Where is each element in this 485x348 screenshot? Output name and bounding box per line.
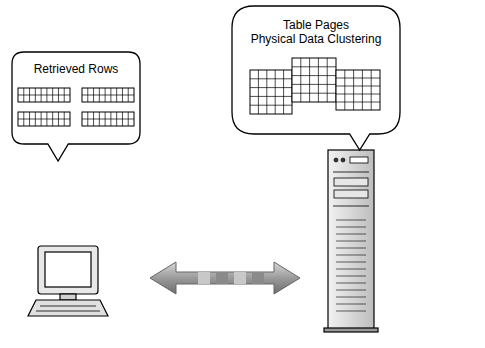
- bubble-text: Retrieved Rows: [12, 62, 140, 76]
- table-icons: [250, 58, 380, 114]
- speech-bubble: Retrieved Rows: [12, 52, 140, 144]
- row-icons: [18, 88, 134, 126]
- speech-bubble: Table PagesPhysical Data Clustering: [232, 6, 400, 134]
- server-icon: [324, 150, 378, 332]
- computer-icon: [28, 246, 108, 316]
- bubble-text: Table Pages: [232, 18, 400, 32]
- double-arrow: [150, 262, 300, 294]
- bubble-text: Physical Data Clustering: [232, 32, 400, 46]
